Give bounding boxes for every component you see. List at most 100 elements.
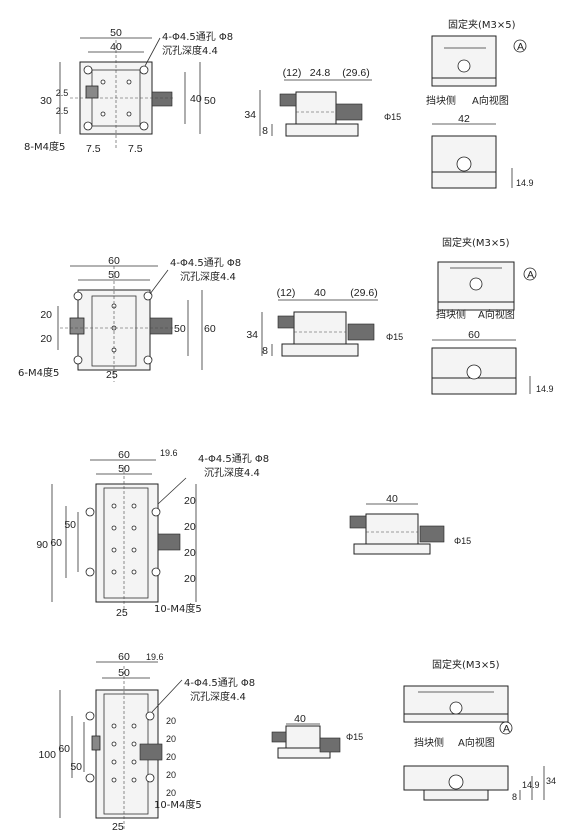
caption-stop-side: 挡块侧 bbox=[436, 308, 466, 321]
dim-width-inner: 50 bbox=[108, 269, 120, 281]
clamp-note: 固定夹(M3×5) bbox=[448, 18, 516, 31]
thread-note: 10-M4度5 bbox=[154, 798, 202, 811]
dim-left-outer: 90 bbox=[36, 539, 48, 551]
end-view-4 bbox=[403, 685, 545, 801]
dim-side-height: 34 bbox=[244, 109, 256, 121]
hole-note-1: 4-Φ4.5通孔 Φ8 bbox=[162, 31, 233, 43]
end-view-1 bbox=[431, 35, 527, 189]
dim-width-outer: 60 bbox=[118, 449, 130, 461]
marker-label: A bbox=[517, 41, 524, 53]
dim-bottom: 25 bbox=[106, 369, 118, 381]
hole-note-1: 4-Φ4.5通孔 Φ8 bbox=[170, 257, 241, 269]
dim-end-h2: 14.9 bbox=[522, 780, 540, 790]
dim-right-b: 50 bbox=[204, 95, 216, 107]
dim-left-b: 50 bbox=[64, 519, 76, 531]
side-view-4 bbox=[271, 723, 341, 759]
dim-side-dia: Φ15 bbox=[346, 732, 363, 742]
caption-view-a: A向视图 bbox=[458, 736, 495, 749]
caption-stop-side: 挡块侧 bbox=[426, 94, 456, 107]
dim-side-3: (29.6) bbox=[342, 67, 369, 79]
marker-label: A bbox=[503, 723, 510, 735]
micrometer-knob bbox=[419, 525, 445, 543]
hole-note-2: 沉孔深度4.4 bbox=[162, 44, 218, 57]
dim-end-height: 14.9 bbox=[516, 178, 534, 188]
dim-r3: 20 bbox=[184, 547, 196, 559]
dim-r4: 20 bbox=[184, 573, 196, 585]
dim-width-inner: 50 bbox=[118, 667, 130, 679]
dim-side-2: 24.8 bbox=[310, 67, 331, 79]
micrometer-knob bbox=[319, 737, 341, 753]
dim-left-a: 60 bbox=[58, 743, 70, 755]
dim-side-height: 34 bbox=[246, 329, 258, 341]
dim-bottom: 25 bbox=[116, 607, 128, 619]
micrometer-knob bbox=[139, 743, 163, 761]
dim-bottom-b: 7.5 bbox=[128, 143, 143, 155]
dim-side-width: 40 bbox=[294, 713, 306, 725]
base-plate bbox=[353, 543, 431, 555]
dim-offset: 19.6 bbox=[146, 652, 164, 662]
dim-side-dia: Φ15 bbox=[384, 112, 401, 122]
dim-width-outer: 60 bbox=[118, 651, 130, 663]
dim-r5: 20 bbox=[166, 788, 176, 798]
clamp-note: 固定夹(M3×5) bbox=[442, 236, 510, 249]
dim-side-base: 8 bbox=[262, 345, 268, 357]
dim-width-inner: 40 bbox=[110, 41, 122, 53]
dim-left-outer: 100 bbox=[38, 749, 56, 761]
dim-side-3: (29.6) bbox=[350, 287, 377, 299]
dim-side-base: 8 bbox=[262, 125, 268, 137]
dim-side-dia: Φ15 bbox=[386, 332, 403, 342]
dim-left-a: 20 bbox=[40, 309, 52, 321]
dim-offset: 19.6 bbox=[160, 448, 178, 458]
caption-stop-side: 挡块侧 bbox=[414, 736, 444, 749]
micrometer-knob bbox=[149, 317, 173, 335]
clamp-note: 固定夹(M3×5) bbox=[432, 658, 500, 671]
hole-note-2: 沉孔深度4.4 bbox=[190, 690, 246, 703]
dim-side-1: (12) bbox=[283, 67, 302, 79]
dim-width-inner: 50 bbox=[118, 463, 130, 475]
dim-r1: 20 bbox=[184, 495, 196, 507]
dim-width-outer: 50 bbox=[110, 27, 122, 39]
side-view-1 bbox=[259, 79, 372, 137]
side-view-2 bbox=[261, 299, 378, 357]
view-marker-a bbox=[499, 721, 513, 735]
dim-right-a: 50 bbox=[174, 323, 186, 335]
dim-width-outer: 60 bbox=[108, 255, 120, 267]
thread-note: 8-M4度5 bbox=[24, 140, 65, 153]
top-view-4 bbox=[59, 661, 183, 830]
marker-label: A bbox=[527, 269, 534, 281]
dim-r1: 20 bbox=[166, 716, 176, 726]
thread-note: 6-M4度5 bbox=[18, 366, 59, 379]
dim-side-1: (12) bbox=[277, 287, 296, 299]
hole-note-2: 沉孔深度4.4 bbox=[204, 466, 260, 479]
dim-left-a: 60 bbox=[50, 537, 62, 549]
dim-bottom: 25 bbox=[112, 821, 124, 833]
caption-view-a: A向视图 bbox=[478, 308, 515, 321]
dim-end-h1: 8 bbox=[512, 792, 517, 802]
dim-end-width: 60 bbox=[468, 329, 480, 341]
top-view-1 bbox=[59, 37, 201, 150]
dim-end-height: 14.9 bbox=[536, 384, 554, 394]
dim-right-a: 40 bbox=[190, 93, 202, 105]
view-marker-a bbox=[523, 267, 537, 281]
dim-left-b: 20 bbox=[40, 333, 52, 345]
dim-side-2: 40 bbox=[314, 287, 326, 299]
base-plate bbox=[281, 343, 359, 357]
dim-r3: 20 bbox=[166, 752, 176, 762]
caption-view-a: A向视图 bbox=[472, 94, 509, 107]
dim-r2: 20 bbox=[166, 734, 176, 744]
dim-bottom-a: 7.5 bbox=[86, 143, 101, 155]
micrometer-knob bbox=[157, 533, 181, 551]
stage-plate bbox=[95, 483, 159, 603]
dim-side-dia: Φ15 bbox=[454, 536, 471, 546]
side-view-3 bbox=[349, 503, 445, 555]
thread-note: 10-M4度5 bbox=[154, 602, 202, 615]
micrometer-knob bbox=[335, 103, 363, 121]
dim-right-b: 60 bbox=[204, 323, 216, 335]
dim-h-b: 2.5 bbox=[56, 106, 69, 116]
dim-end-h3: 34 bbox=[546, 776, 556, 786]
end-view-2 bbox=[431, 261, 537, 395]
hole-note-1: 4-Φ4.5通孔 Φ8 bbox=[184, 677, 255, 689]
dim-end-width: 42 bbox=[458, 113, 470, 125]
